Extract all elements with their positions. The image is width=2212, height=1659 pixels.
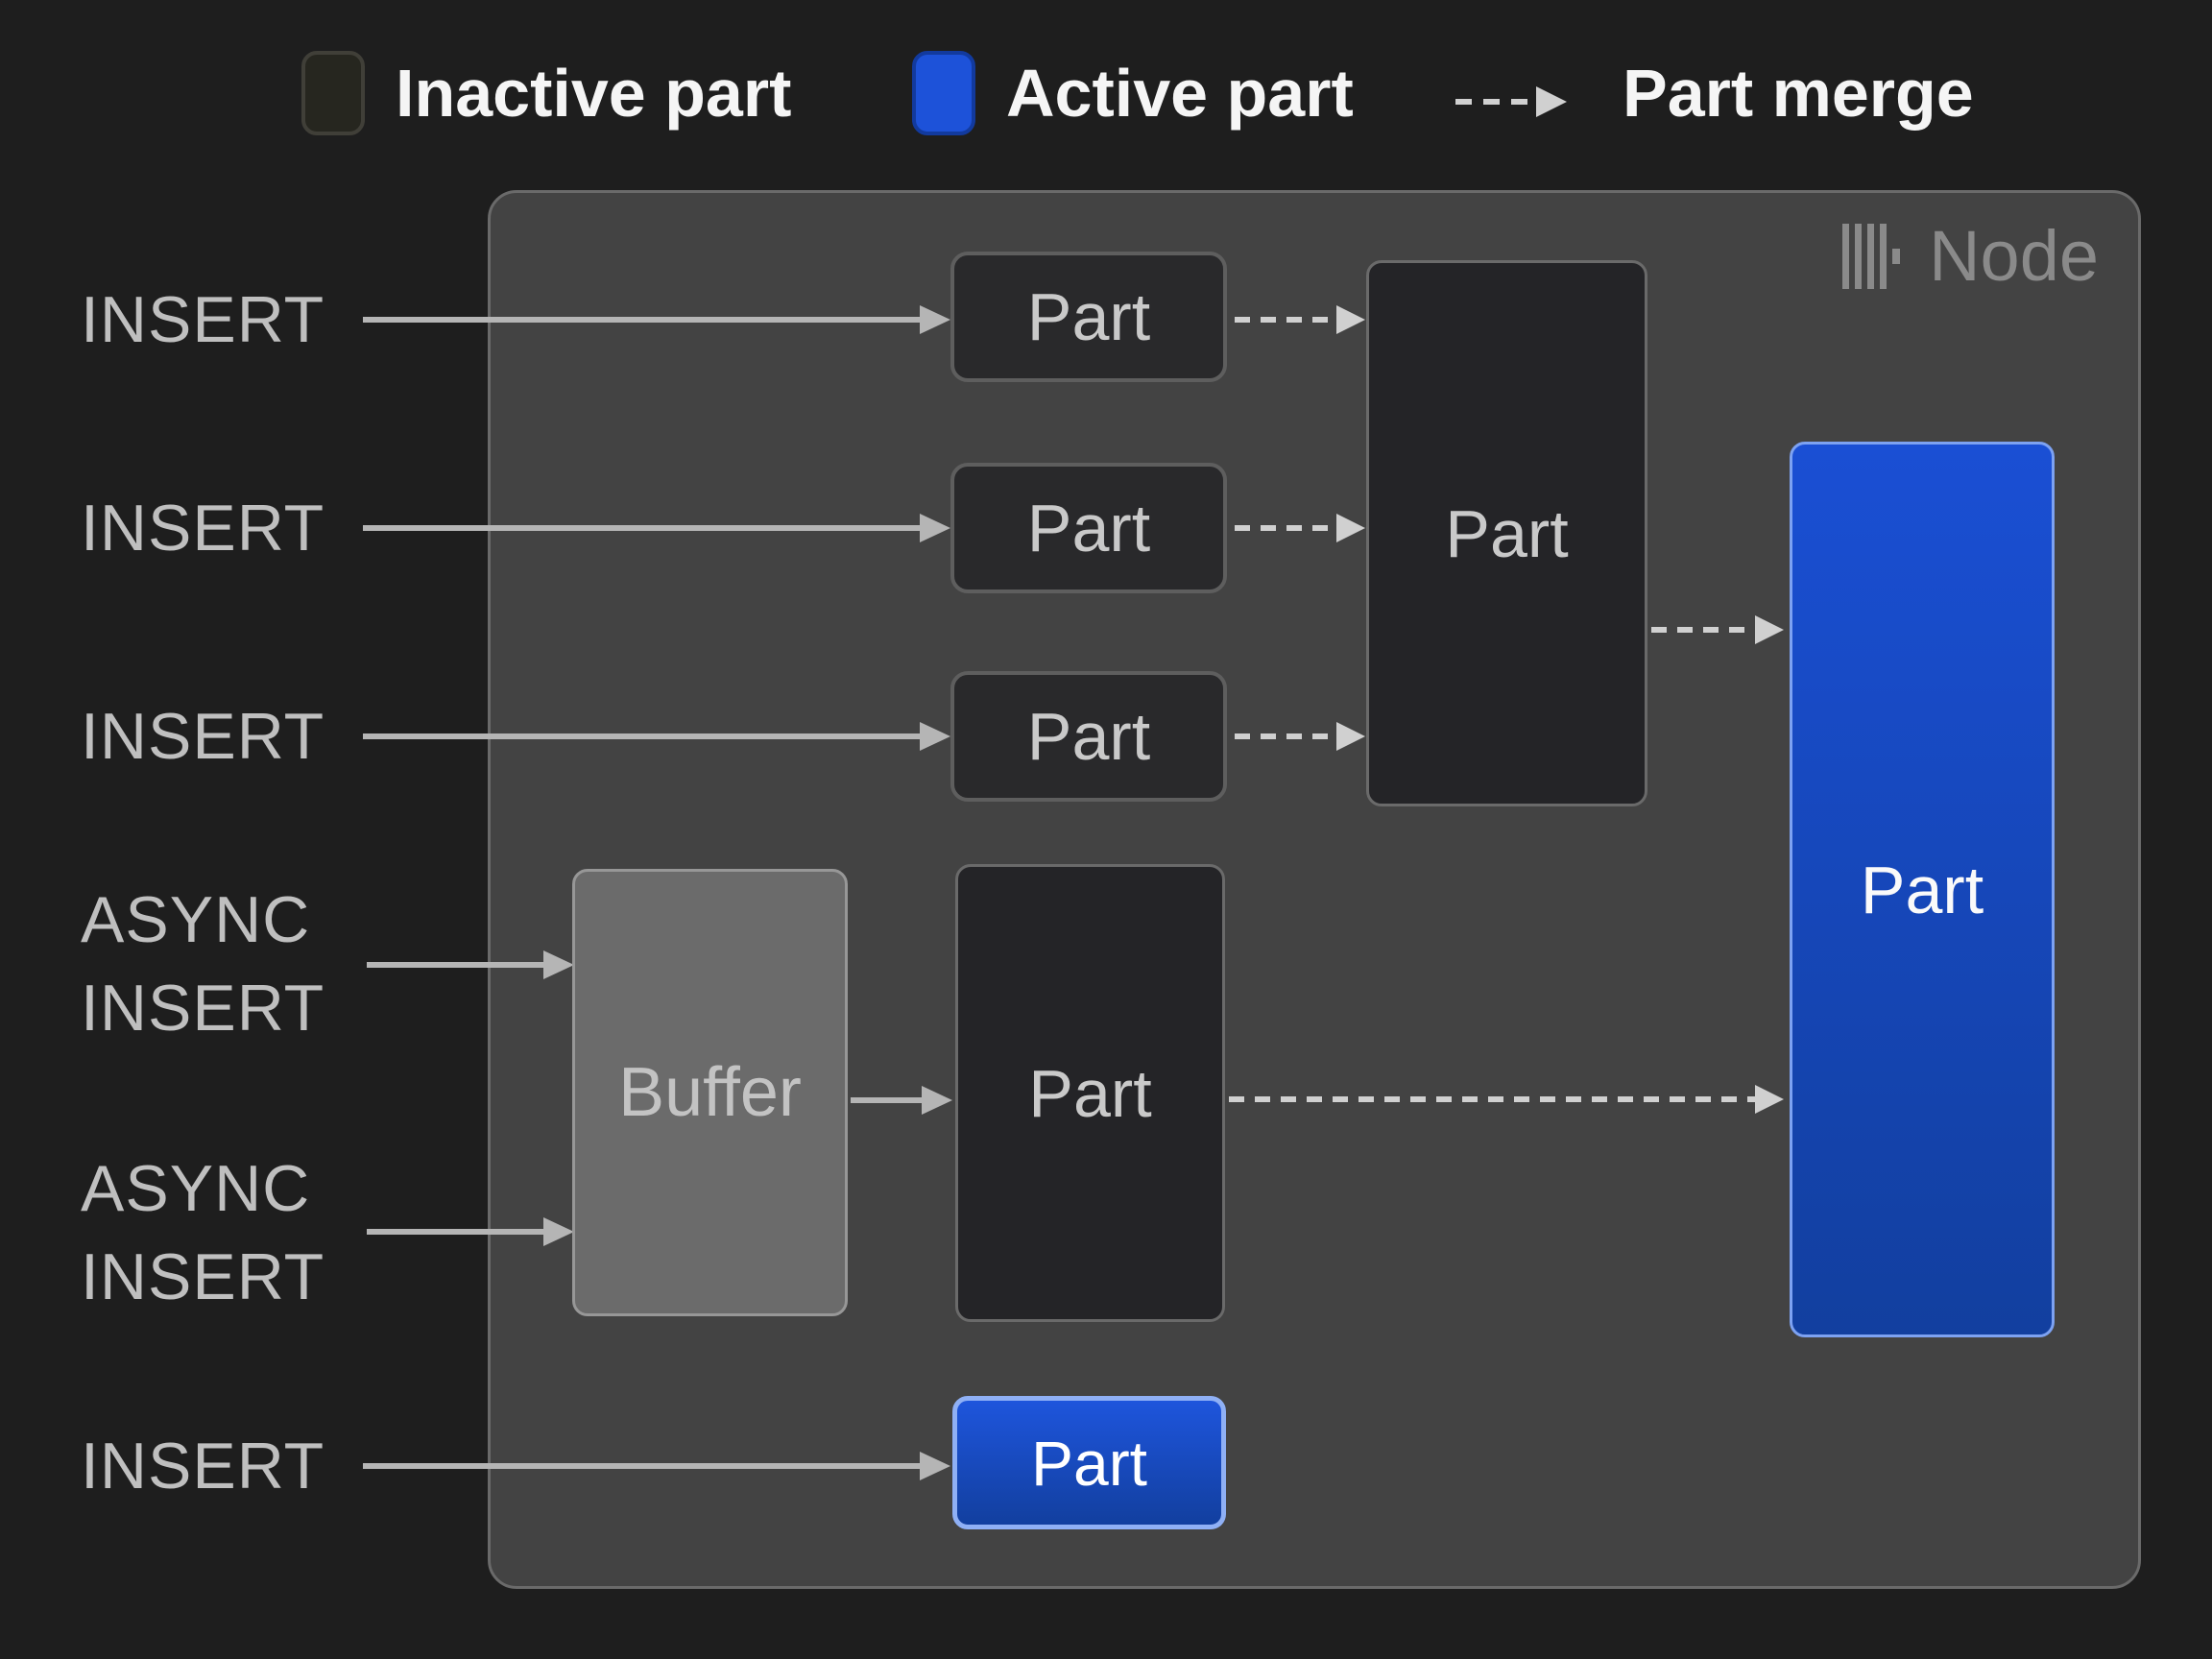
- buffered-part-box-label: Part: [1028, 1055, 1152, 1131]
- merge-arrow-3-head: [1336, 722, 1365, 751]
- insert-arrow-bottom: [363, 1463, 920, 1469]
- clickhouse-logo-icon: [1842, 223, 1901, 289]
- active-part-box-bottom: Part: [952, 1396, 1226, 1529]
- part-box-small-2: Part: [950, 463, 1227, 593]
- async-insert-arrow-2: [367, 1229, 543, 1235]
- merge-arrow-buffered-to-active-head: [1755, 1085, 1784, 1114]
- merge-arrow-2-head: [1336, 514, 1365, 542]
- input-label-insert-1: INSERT: [81, 283, 325, 356]
- part-box-small-1: Part: [950, 252, 1227, 382]
- merge-arrow-1: [1235, 317, 1336, 323]
- part-merge-arrowhead-icon: [1536, 86, 1567, 117]
- insert-arrow-2: [363, 525, 920, 531]
- buffered-part-box: Part: [955, 864, 1225, 1322]
- input-label-insert-bottom: INSERT: [81, 1430, 325, 1503]
- legend-label-merge: Part merge: [1623, 51, 1974, 135]
- legend-item-active: [912, 51, 975, 135]
- input-label-async-insert-2: ASYNC INSERT: [81, 1144, 325, 1321]
- insert-arrow-bottom-head: [920, 1452, 950, 1480]
- input-label-insert-3: INSERT: [81, 700, 325, 773]
- async-insert-arrow-2-head: [543, 1217, 574, 1246]
- legend-item-inactive: [301, 51, 365, 135]
- node-title-text: Node: [1929, 216, 2099, 296]
- merge-arrow-merged-to-active: [1651, 627, 1755, 633]
- async-2-line-1: ASYNC: [81, 1152, 311, 1225]
- async-insert-arrow-1-head: [543, 950, 574, 979]
- buffer-box-label: Buffer: [618, 1054, 802, 1131]
- async-2-line-2: INSERT: [81, 1240, 325, 1313]
- merged-part-box-label: Part: [1445, 495, 1569, 571]
- part-box-small-2-label: Part: [1026, 491, 1151, 565]
- insert-arrow-1-head: [920, 305, 950, 334]
- part-box-small-3-label: Part: [1026, 699, 1151, 774]
- merge-arrow-buffered-to-active: [1229, 1096, 1755, 1102]
- buffer-box: Buffer: [572, 869, 848, 1316]
- buffer-to-part-arrow: [851, 1097, 922, 1103]
- input-label-insert-2: INSERT: [81, 492, 325, 565]
- async-1-line-1: ASYNC: [81, 883, 311, 956]
- async-1-line-2: INSERT: [81, 972, 325, 1045]
- async-insert-arrow-1: [367, 962, 543, 968]
- legend-label-inactive: Inactive part: [396, 51, 791, 135]
- merge-arrow-2: [1235, 525, 1336, 531]
- legend-label-active: Active part: [1006, 51, 1354, 135]
- merged-part-box: Part: [1366, 260, 1647, 806]
- merge-arrow-3: [1235, 733, 1336, 739]
- legend-merge-text: Part merge: [1623, 56, 1974, 131]
- active-part-box-tall: Part: [1790, 442, 2055, 1337]
- input-label-async-insert-1: ASYNC INSERT: [81, 876, 325, 1052]
- buffer-to-part-arrow-head: [922, 1086, 952, 1115]
- insert-arrow-1: [363, 317, 920, 323]
- insert-arrow-3: [363, 733, 920, 739]
- part-merge-arrow-icon: [1455, 99, 1536, 105]
- part-box-small-3: Part: [950, 671, 1227, 802]
- merge-arrow-merged-to-active-head: [1755, 615, 1784, 644]
- insert-arrow-3-head: [920, 722, 950, 751]
- part-box-small-1-label: Part: [1026, 279, 1151, 354]
- active-part-box-bottom-label: Part: [1030, 1427, 1148, 1499]
- legend-inactive-text: Inactive part: [396, 56, 792, 131]
- active-part-box-tall-label: Part: [1860, 852, 1984, 927]
- insert-arrow-2-head: [920, 514, 950, 542]
- inactive-part-swatch: [301, 51, 365, 135]
- legend-active-text: Active part: [1006, 56, 1354, 131]
- merge-arrow-1-head: [1336, 305, 1365, 334]
- active-part-swatch: [912, 51, 975, 135]
- node-title: Node: [1840, 215, 2099, 297]
